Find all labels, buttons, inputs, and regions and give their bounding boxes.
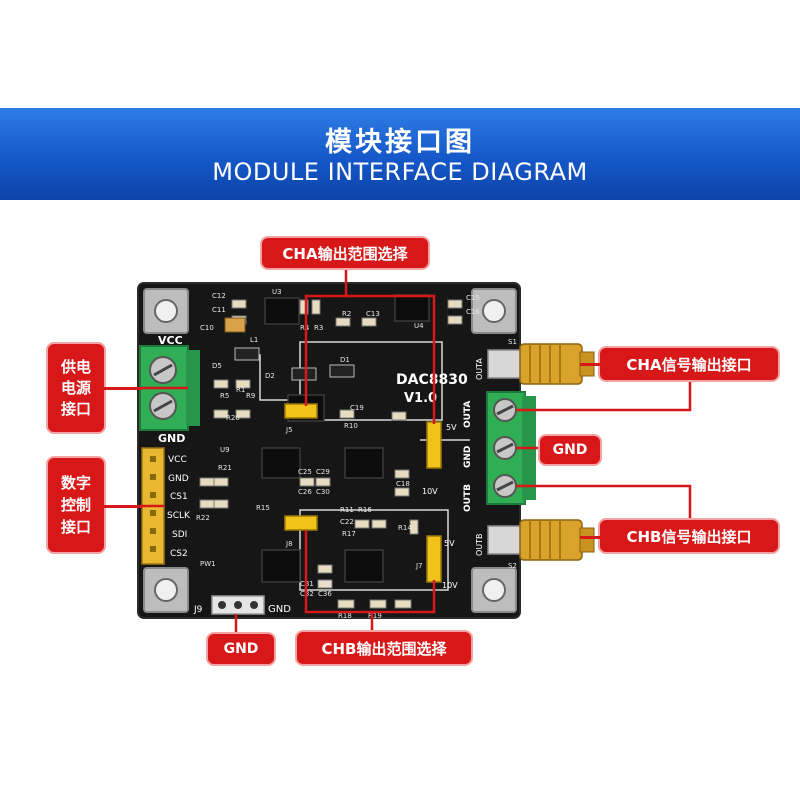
jumper-b-5v: 5V bbox=[444, 539, 455, 548]
ref-l1: L1 bbox=[250, 336, 258, 344]
ref-c12: C12 bbox=[212, 292, 226, 300]
ctrl-pin-sclk: SCLK bbox=[167, 511, 191, 521]
lead-chb-out bbox=[580, 536, 600, 539]
callout-gnd-right: GND bbox=[540, 436, 600, 464]
bottom-gnd: GND bbox=[268, 604, 291, 615]
jumper-a-10v: 10V bbox=[422, 487, 438, 496]
ctrl-pin-vcc: VCC bbox=[168, 455, 187, 465]
ref-r19: R19 bbox=[368, 612, 382, 620]
ref-r15: R15 bbox=[256, 504, 270, 512]
power-pin-vcc: VCC bbox=[158, 334, 183, 347]
ref-c30: C30 bbox=[316, 488, 330, 496]
ref-r18: R18 bbox=[338, 612, 352, 620]
ref-c13: C13 bbox=[366, 310, 380, 318]
ref-c25: C25 bbox=[298, 468, 312, 476]
sma-connector-a bbox=[487, 343, 595, 385]
ref-u4: U4 bbox=[414, 322, 424, 330]
ref-r20: R20 bbox=[226, 414, 240, 422]
sma-connector-b bbox=[487, 519, 595, 561]
ref-c22: C22 bbox=[340, 518, 354, 526]
sma-outb: OUTB bbox=[475, 533, 484, 556]
ref-d5: D5 bbox=[212, 362, 222, 370]
lead-power bbox=[104, 387, 142, 390]
lead-digital bbox=[104, 505, 142, 508]
ref-c19: C19 bbox=[350, 404, 364, 412]
ref-r21: R21 bbox=[218, 464, 232, 472]
ref-r9: R9 bbox=[246, 392, 255, 400]
smd-components bbox=[199, 299, 463, 609]
ref-r14: R14 bbox=[398, 524, 412, 532]
ref-s1: S1 bbox=[508, 338, 517, 346]
terminal-gnd: GND bbox=[463, 446, 473, 468]
ref-s2: S2 bbox=[508, 562, 517, 570]
callout-cha-output: CHA信号输出接口 bbox=[600, 348, 778, 380]
ref-c11: C11 bbox=[212, 306, 226, 314]
ref-u9: U9 bbox=[220, 446, 230, 454]
ref-d2: D2 bbox=[265, 372, 275, 380]
ref-r1: R1 bbox=[236, 386, 245, 394]
header-banner: 模块接口图 MODULE INTERFACE DIAGRAM bbox=[0, 108, 800, 200]
ref-pw1: PW1 bbox=[200, 560, 216, 568]
ref-u3: U3 bbox=[272, 288, 282, 296]
ref-r11: R11 bbox=[340, 506, 354, 514]
diodes bbox=[234, 347, 355, 381]
callout-power-interface: 供电 电源 接口 bbox=[48, 344, 104, 432]
ref-c35: C35 bbox=[318, 580, 332, 588]
ref-j7: J7 bbox=[415, 562, 423, 570]
ref-c10: C10 bbox=[200, 324, 214, 332]
ref-r2: R2 bbox=[342, 310, 351, 318]
ctrl-pin-gnd: GND bbox=[168, 474, 189, 484]
jumper-chb bbox=[284, 515, 442, 583]
sma-outa: OUTA bbox=[475, 358, 484, 380]
callout-digital-interface: 数字 控制 接口 bbox=[48, 458, 104, 552]
ref-r3: R3 bbox=[314, 324, 323, 332]
bottom-j9: J9 bbox=[193, 605, 203, 615]
ref-c36: C36 bbox=[318, 590, 332, 598]
callout-chb-output: CHB信号输出接口 bbox=[600, 520, 778, 552]
ref-j5: J5 bbox=[285, 426, 293, 434]
board-model: DAC8830 bbox=[396, 372, 468, 388]
callout-cha-range: CHA输出范围选择 bbox=[262, 238, 428, 268]
ref-r22: R22 bbox=[196, 514, 210, 522]
jumper-a-5v: 5V bbox=[446, 423, 457, 432]
jumper-b-10v: 10V bbox=[442, 581, 458, 590]
leader-lines bbox=[140, 270, 692, 632]
ctrl-pin-cs1: CS1 bbox=[170, 492, 188, 502]
board-version: V1.0 bbox=[404, 391, 437, 406]
ref-r16: R16 bbox=[358, 506, 372, 514]
ref-c18: C18 bbox=[396, 480, 410, 488]
callout-chb-range: CHB输出范围选择 bbox=[297, 632, 471, 664]
title-chinese: 模块接口图 bbox=[325, 127, 475, 158]
ctrl-pin-sdi: SDI bbox=[172, 530, 187, 540]
ref-c29: C29 bbox=[316, 468, 330, 476]
ref-j8: J8 bbox=[285, 540, 293, 548]
callout-gnd-bottom: GND bbox=[208, 634, 274, 664]
ref-r17: R17 bbox=[342, 530, 356, 538]
power-pin-gnd: GND bbox=[158, 432, 185, 445]
ctrl-pin-cs2: CS2 bbox=[170, 549, 188, 559]
ref-r5: R5 bbox=[220, 392, 229, 400]
terminal-outb: OUTB bbox=[463, 484, 473, 512]
ref-c26: C26 bbox=[298, 488, 312, 496]
ref-d1: D1 bbox=[340, 356, 350, 364]
ref-r10: R10 bbox=[344, 422, 358, 430]
lead-cha-out bbox=[580, 363, 600, 366]
ref-c16: C16 bbox=[466, 308, 480, 316]
terminal-outa: OUTA bbox=[463, 401, 473, 428]
title-english: MODULE INTERFACE DIAGRAM bbox=[212, 158, 588, 186]
capacitor-c10 bbox=[224, 317, 246, 333]
ref-c15: C15 bbox=[466, 294, 480, 302]
